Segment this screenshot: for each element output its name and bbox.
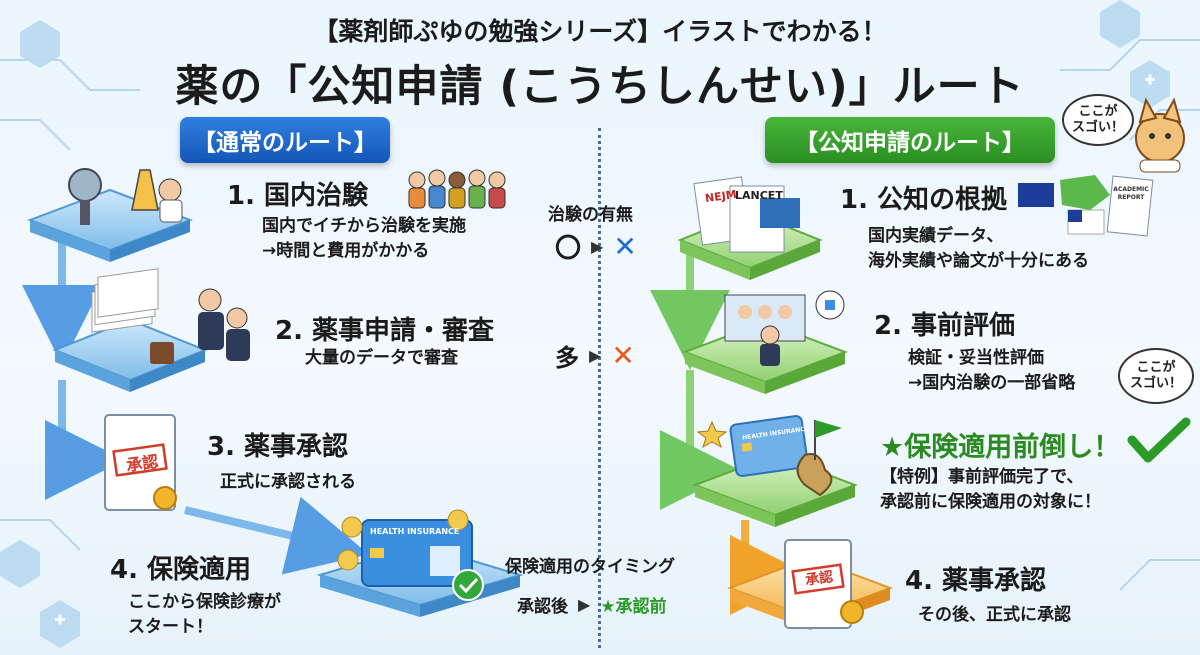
data-compare-from: 多 — [555, 344, 579, 372]
people-group-icon — [405, 168, 510, 210]
timing-compare-from: 承認後 — [517, 597, 568, 617]
trial-compare-row: 〇 ▶ ✕ — [555, 228, 637, 265]
kochi-step-3-desc: 【特例】事前評価完了で、 承認前に保険適用の対象に！ — [880, 465, 1101, 515]
kochi-step-3-line-1: 【特例】事前評価完了で、 — [880, 467, 1084, 487]
kochi-step-4-title: 4. 薬事承認 — [905, 566, 1047, 596]
cat-mascot — [1135, 97, 1185, 173]
normal-step-2-desc: 大量のデータで審査 — [305, 348, 458, 368]
platform-kochi-2 — [682, 290, 848, 394]
normal-step-1-title: 1. 国内治験 — [227, 181, 369, 211]
speech-bubble-mid: ここが スゴい！ — [1118, 348, 1194, 404]
normal-flow-arrows — [22, 240, 369, 575]
normal-step-1-line-2: →時間と費用がかかる — [262, 241, 430, 261]
kochi-step-1-title: 1. 公知の根拠 — [840, 185, 1008, 215]
normal-step-3-title: 3. 薬事承認 — [207, 432, 349, 462]
kochi-step-2-title: 2. 事前評価 — [874, 311, 1016, 341]
normal-insurance-card-label: HEALTH INSURANCE — [370, 527, 460, 536]
normal-route-label: 【通常のルート】 — [180, 117, 390, 163]
timing-compare-to: ★承認前 — [600, 597, 667, 617]
speech-bubble-top: ここが スゴい！ — [1062, 94, 1134, 146]
normal-step-4-desc: ここから保険診療が スタート！ — [128, 590, 281, 640]
header-subtitle: 【薬剤師ぷゆの勉強シリーズ】イラストでわかる！ — [313, 17, 887, 46]
trial-compare-to: ✕ — [613, 230, 637, 263]
kochi-step-1-line-2: 海外実績や論文が十分にある — [868, 251, 1089, 271]
platform-normal-2 — [52, 268, 250, 392]
trial-compare-from: 〇 — [555, 234, 582, 264]
timing-compare-arrow-icon: ▶ — [578, 595, 591, 614]
data-compare-to: ✕ — [611, 339, 635, 372]
kochi-step-1-desc: 国内実績データ、 海外実績や論文が十分にある — [868, 224, 1089, 274]
kochi-step-2-desc: 検証・妥当性評価 →国内治験の一部省略 — [908, 346, 1075, 396]
kochi-flow-arrows — [650, 250, 740, 510]
journal-label-2: LANCET — [735, 189, 783, 202]
kochi-step-4-desc: その後、正式に承認 — [918, 605, 1071, 625]
kochi-step-1-line-1: 国内実績データ、 — [868, 226, 1004, 246]
trial-compare-label: 治験の有無 — [548, 205, 633, 225]
normal-step-1-desc: 国内でイチから治験を実施 →時間と費用がかかる — [262, 214, 466, 264]
approval-document-normal — [104, 414, 177, 511]
kochi-route-label: 【公知申請のルート】 — [765, 117, 1055, 163]
kochi-step-3-line-2: 承認前に保険適用の対象に！ — [880, 492, 1101, 512]
trial-compare-arrow-icon: ▶ — [591, 237, 604, 256]
data-compare-arrow-icon: ▶ — [589, 346, 602, 365]
normal-step-4-line-2: スタート！ — [128, 617, 213, 637]
platform-kochi-3 — [692, 415, 858, 527]
timing-compare-row: 承認後 ▶ ★承認前 — [517, 592, 667, 617]
kochi-step-2-line-1: 検証・妥当性評価 — [908, 348, 1044, 368]
page-title: 薬の「公知申請 (こうちしんせい)」ルート — [175, 62, 1025, 112]
kochi-step-2-line-2: →国内治験の一部省略 — [908, 373, 1076, 393]
normal-step-4-title: 4. 保険適用 — [110, 555, 252, 585]
normal-step-3-desc: 正式に承認される — [220, 472, 356, 492]
data-compare-row: 多 ▶ ✕ — [555, 338, 635, 373]
platform-kochi-4 — [727, 539, 893, 630]
platform-kochi-1 — [677, 176, 823, 280]
normal-step-1-line-1: 国内でイチから治験を実施 — [262, 216, 466, 236]
route-divider — [598, 128, 601, 648]
kochi-step-3-title: ★保険適用前倒し！ — [880, 432, 1121, 463]
normal-step-4-line-1: ここから保険診療が — [128, 592, 281, 612]
evidence-icons — [1018, 175, 1154, 237]
academic-report-label: ACADEMIC REPORT — [1113, 186, 1149, 201]
normal-step-2-title: 2. 薬事申請・審査 — [275, 316, 495, 346]
platform-normal-1 — [27, 168, 193, 262]
kochi-final-arrow — [729, 520, 810, 615]
platform-normal-4 — [316, 509, 524, 617]
big-check-icon — [1127, 417, 1191, 463]
timing-compare-label: 保険適用のタイミング — [505, 557, 675, 577]
